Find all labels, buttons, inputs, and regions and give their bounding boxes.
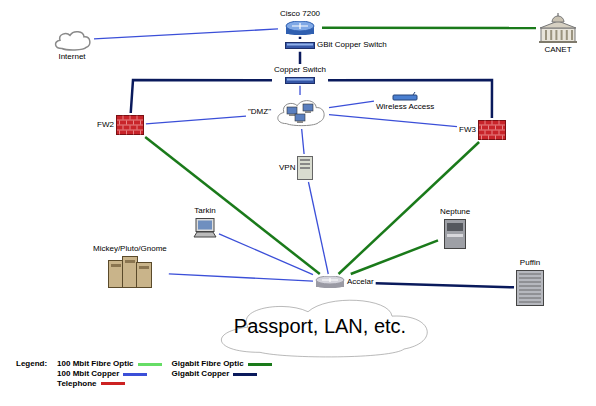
legend-column: Gigabit Fibre OpticGigabit Copper: [172, 360, 272, 379]
copper-switch: Copper Switch: [274, 66, 326, 84]
switch-icon: [285, 77, 315, 84]
router: Cisco 7200: [280, 10, 320, 35]
building-icon: [538, 12, 578, 44]
legend-row: 100 Mbit Fibre Optic: [57, 360, 161, 369]
network-link: [146, 116, 246, 124]
node-label: FW3: [459, 126, 476, 135]
legend-swatch: [233, 373, 257, 376]
server: Neptune: [440, 208, 470, 249]
legend: Legend: 100 Mbit Fibre Optic100 Mbit Copp…: [16, 360, 272, 388]
node-label: Passport, LAN, etc.: [234, 315, 406, 337]
core-router: Accelar: [315, 276, 374, 288]
legend-text: 100 Mbit Fibre Optic: [57, 360, 133, 369]
network-link: [329, 115, 457, 127]
node-label: Cisco 7200: [280, 10, 320, 19]
switch-icon: [285, 42, 315, 49]
network-link: [351, 240, 438, 274]
node-label: GBit Copper Switch: [317, 41, 387, 50]
network-link: [376, 283, 514, 287]
network-link: [339, 142, 480, 274]
legend-row: Gigabit Copper: [172, 370, 272, 379]
dmz-cloud: "DMZ": [248, 97, 327, 127]
legend-swatch: [138, 363, 162, 366]
workstation: Tarkin: [193, 207, 217, 238]
node-label: Mickey/Pluto/Gnome: [93, 245, 167, 254]
router2-icon: [315, 276, 345, 288]
network-link: [145, 137, 320, 274]
wireless-icon: [392, 92, 418, 101]
firewall: FW3: [459, 120, 506, 140]
network-link: [94, 29, 278, 39]
rack-icon: [516, 270, 544, 306]
cloud-icon: [52, 29, 92, 51]
network-link: [322, 27, 536, 30]
firewall-icon: [116, 115, 144, 135]
legend-swatch: [101, 382, 125, 385]
network-link: [299, 86, 300, 95]
server-rack: Puffin: [516, 259, 544, 306]
firewall-icon: [478, 120, 506, 140]
servers-icon: [108, 256, 152, 288]
node-label: Copper Switch: [274, 66, 326, 75]
network-link: [169, 274, 313, 281]
node-label: Internet: [58, 53, 85, 62]
dmz-icon: [273, 97, 327, 127]
server-group: Mickey/Pluto/Gnome: [93, 245, 167, 288]
network-link: [329, 101, 374, 108]
node-label: Wireless Access: [376, 103, 434, 112]
gbit-switch: GBit Copper Switch: [285, 41, 387, 50]
node-label: Neptune: [440, 208, 470, 217]
node-label: VPN: [279, 164, 295, 173]
node-label: Tarkin: [194, 207, 215, 216]
legend-text: Telephone: [57, 380, 96, 389]
network-link: [219, 234, 313, 275]
node-label: Accelar: [347, 278, 374, 287]
router-icon: [285, 21, 315, 35]
network-link: [308, 182, 328, 274]
canet-building: CANET: [538, 12, 578, 55]
node-label: FW2: [97, 121, 114, 130]
legend-column: 100 Mbit Fibre Optic100 Mbit CopperTelep…: [57, 360, 161, 388]
vpn-server: VPN: [279, 156, 313, 180]
node-label: CANET: [544, 46, 571, 55]
legend-swatch: [248, 363, 272, 366]
wireless-access-point: Wireless Access: [376, 92, 434, 112]
legend-row: Gigabit Fibre Optic: [172, 360, 272, 369]
network-link: [328, 80, 492, 118]
legend-swatch: [123, 373, 147, 376]
node-label: Puffin: [520, 259, 540, 268]
legend-text: Gigabit Copper: [172, 370, 230, 379]
firewall: FW2: [97, 115, 144, 135]
network-link: [302, 129, 304, 154]
laptop-icon: [193, 218, 217, 238]
legend-text: Gigabit Fibre Optic: [172, 360, 244, 369]
node-label: "DMZ": [248, 108, 271, 117]
network-link: [299, 52, 302, 64]
network-cloud: Passport, LAN, etc.: [200, 292, 440, 360]
server-icon: [444, 219, 466, 249]
legend-text: 100 Mbit Copper: [57, 370, 119, 379]
internet-cloud: Internet: [52, 29, 92, 62]
legend-row: Telephone: [57, 380, 161, 389]
tower-icon: [297, 156, 313, 180]
legend-row: 100 Mbit Copper: [57, 370, 161, 379]
network-link: [299, 37, 302, 39]
legend-heading: Legend:: [16, 360, 47, 369]
